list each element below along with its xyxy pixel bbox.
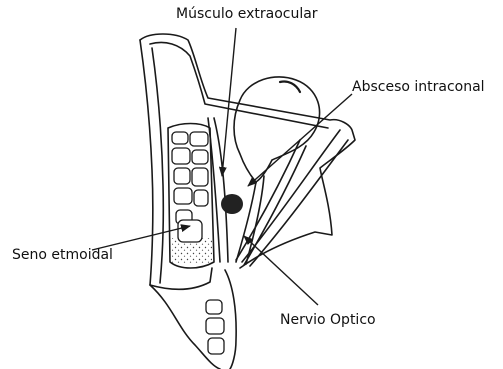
sphenoid-contour [225, 270, 236, 369]
sphenoid-cells [206, 300, 224, 354]
label-musculo-extraocular: Músculo extraocular [176, 6, 318, 22]
label-seno-etmoidal: Seno etmoidal [12, 247, 113, 263]
lateral-muscle-2 [250, 140, 348, 266]
eye-cornea [280, 81, 300, 92]
medial-wall-line-1 [140, 40, 153, 285]
arrow-nervio [244, 236, 318, 305]
intraconal-abscess [221, 194, 243, 214]
label-nervio-optico: Nervio Optico [280, 312, 376, 328]
lower-contour [150, 268, 212, 289]
nasal-floor-contour [150, 285, 220, 369]
medial-wall-line-2 [152, 48, 163, 283]
eye-globe [234, 77, 320, 182]
label-absceso-intraconal: Absceso intraconal [352, 79, 485, 95]
lateral-muscle-3 [236, 140, 300, 260]
ethmoid-air-cells [172, 132, 208, 242]
